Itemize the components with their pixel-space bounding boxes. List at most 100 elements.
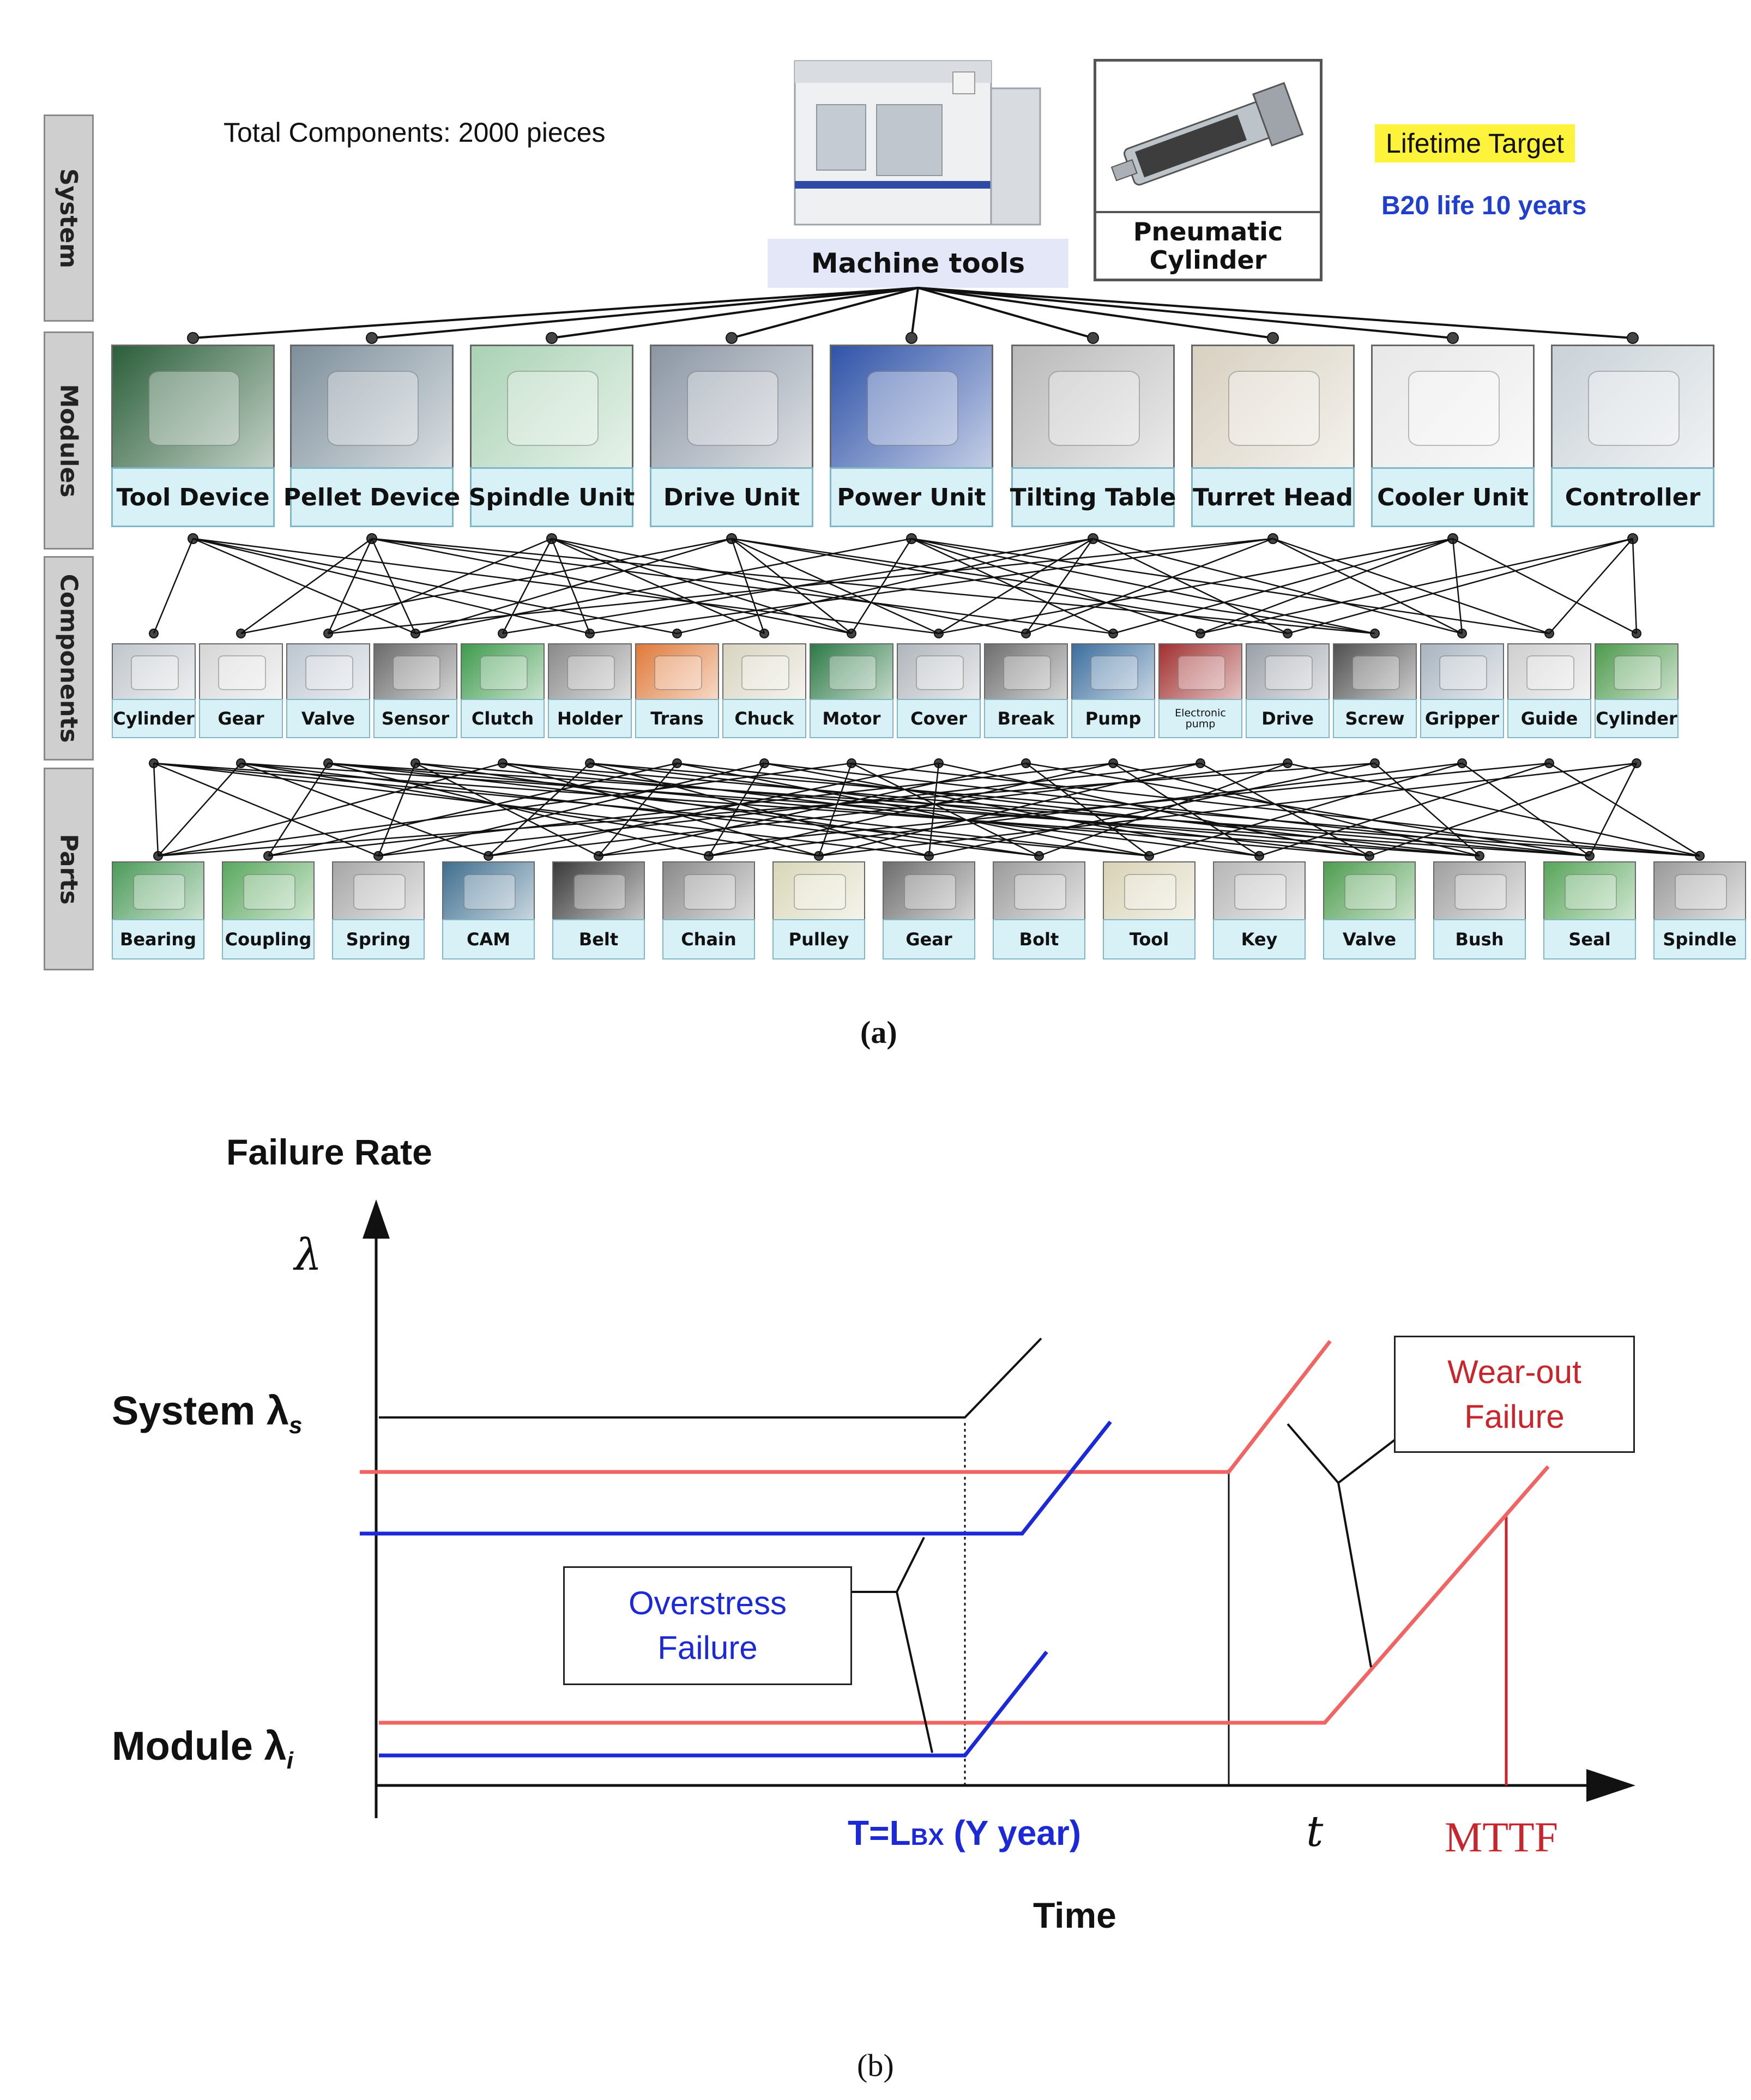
part-7-image [883, 861, 975, 920]
part-4-image-shape [573, 873, 626, 910]
part-3-image [442, 861, 535, 920]
x-axis-title: Time [1033, 1895, 1116, 1935]
module-0-image [111, 345, 275, 470]
component-5-image-shape [567, 655, 615, 690]
component-part-link [1149, 762, 1463, 857]
component-part-link [240, 762, 819, 857]
part-0-label: Bearing [112, 919, 204, 960]
part-7-label: Gear [883, 919, 975, 960]
part-14-label: Spindle [1653, 919, 1746, 960]
module-top-node [1087, 332, 1099, 344]
component-7-image-shape [741, 655, 789, 690]
part-10-image [1213, 861, 1306, 920]
module-2-card: Spindle Unit [469, 345, 635, 527]
module-label-subscript: i [286, 1747, 293, 1774]
component-16-image-shape [1526, 655, 1574, 690]
module-top-node [726, 332, 738, 344]
module-component-link [911, 538, 1375, 635]
module-0-label: Tool Device [111, 467, 275, 527]
pneumatic-cylinder-box: Pneumatic Cylinder [1094, 59, 1323, 281]
part-10-card: Key [1213, 861, 1306, 960]
module-component-link [192, 538, 590, 635]
module-overstress-line [379, 1650, 1048, 1758]
component-part-link [240, 762, 1040, 857]
component-part-link [502, 762, 819, 857]
tier-parts-tab: Parts [44, 768, 94, 970]
component-part-link [928, 763, 940, 856]
part-1-card: Coupling [222, 861, 315, 960]
component-10-card: Break [984, 643, 1068, 739]
module-0-image-shape [148, 370, 240, 446]
component-3-label: Sensor [373, 699, 457, 738]
module-component-link [731, 538, 852, 634]
component-11-image [1071, 643, 1155, 700]
component-6-image [635, 643, 719, 700]
pneumatic-cylinder-label: Pneumatic Cylinder [1096, 211, 1320, 279]
hierarchy-connection-lines [149, 287, 1705, 861]
module-component-link [551, 538, 852, 635]
module-2-image [470, 345, 633, 470]
cylinder-label-line1: Pneumatic [1133, 217, 1283, 246]
module-component-link [371, 538, 1114, 635]
part-3-image-shape [463, 873, 516, 910]
module-component-link [415, 538, 732, 635]
component-part-link [328, 762, 709, 857]
tier-system-tab: System [44, 114, 94, 322]
module-component-link [192, 538, 416, 635]
part-14-image-shape [1674, 873, 1728, 910]
component-part-link [328, 762, 1370, 857]
tier-components-tab: Components [44, 556, 94, 761]
component-1-card: Gear [199, 643, 283, 739]
part-10-image-shape [1234, 873, 1287, 910]
part-1-image-shape [243, 873, 296, 910]
component-15-image [1420, 643, 1504, 700]
part-14-image [1653, 861, 1746, 920]
part-9-card: Tool [1103, 861, 1195, 960]
part-2-image-shape [353, 873, 406, 910]
component-part-link [415, 762, 1480, 857]
component-part-link [268, 762, 1114, 857]
part-3-label: CAM [442, 919, 535, 960]
panel-a-caption: (a) [860, 1015, 897, 1050]
part-9-image-shape [1124, 873, 1177, 910]
module-component-link [731, 538, 1288, 635]
part-5-image-shape [683, 873, 736, 910]
component-17-label: Cylinder [1595, 699, 1678, 738]
module-1-image [290, 345, 454, 470]
component-9-card: Cover [897, 643, 981, 739]
component-part-link [598, 762, 1027, 857]
component-part-link [589, 762, 1370, 857]
component-17-image [1595, 643, 1678, 700]
component-part-link [928, 762, 1375, 857]
x-axis [376, 1769, 1635, 1802]
module-component-link [1287, 538, 1633, 635]
lifetime-target-badge: Lifetime Target [1375, 124, 1575, 162]
module-7-image [1371, 345, 1535, 470]
module-component-link [551, 538, 765, 635]
module-component-link [371, 538, 852, 635]
tier-modules-tab: Modules [44, 331, 94, 550]
module-component-link [1272, 538, 1550, 635]
module-component-link [328, 538, 552, 635]
module-5-card: Tilting Table [1010, 345, 1176, 527]
module-top-node [1447, 332, 1459, 344]
machine-tools-box: Machine tools [768, 28, 1068, 288]
module-4-card: Power Unit [830, 345, 993, 527]
part-0-card: Bearing [112, 861, 204, 960]
component-part-link [1200, 762, 1370, 857]
component-11-card: Pump [1071, 643, 1155, 739]
component-13-image [1246, 643, 1330, 700]
component-2-card: Valve [286, 643, 370, 739]
component-16-image [1507, 643, 1591, 700]
overstress-line1: Overstress [628, 1585, 787, 1621]
module-wearout-line [379, 1465, 1550, 1725]
component-0-image [112, 643, 196, 700]
wearout-callout-leader-lower [1337, 1482, 1372, 1668]
part-11-card: Valve [1323, 861, 1416, 960]
wearout-failure-callout: Wear-out Failure [1394, 1336, 1635, 1453]
component-part-link [488, 763, 590, 856]
component-part-link [1038, 762, 1288, 857]
part-7-image-shape [903, 873, 957, 910]
panel-b-caption: (b) [857, 2048, 894, 2083]
